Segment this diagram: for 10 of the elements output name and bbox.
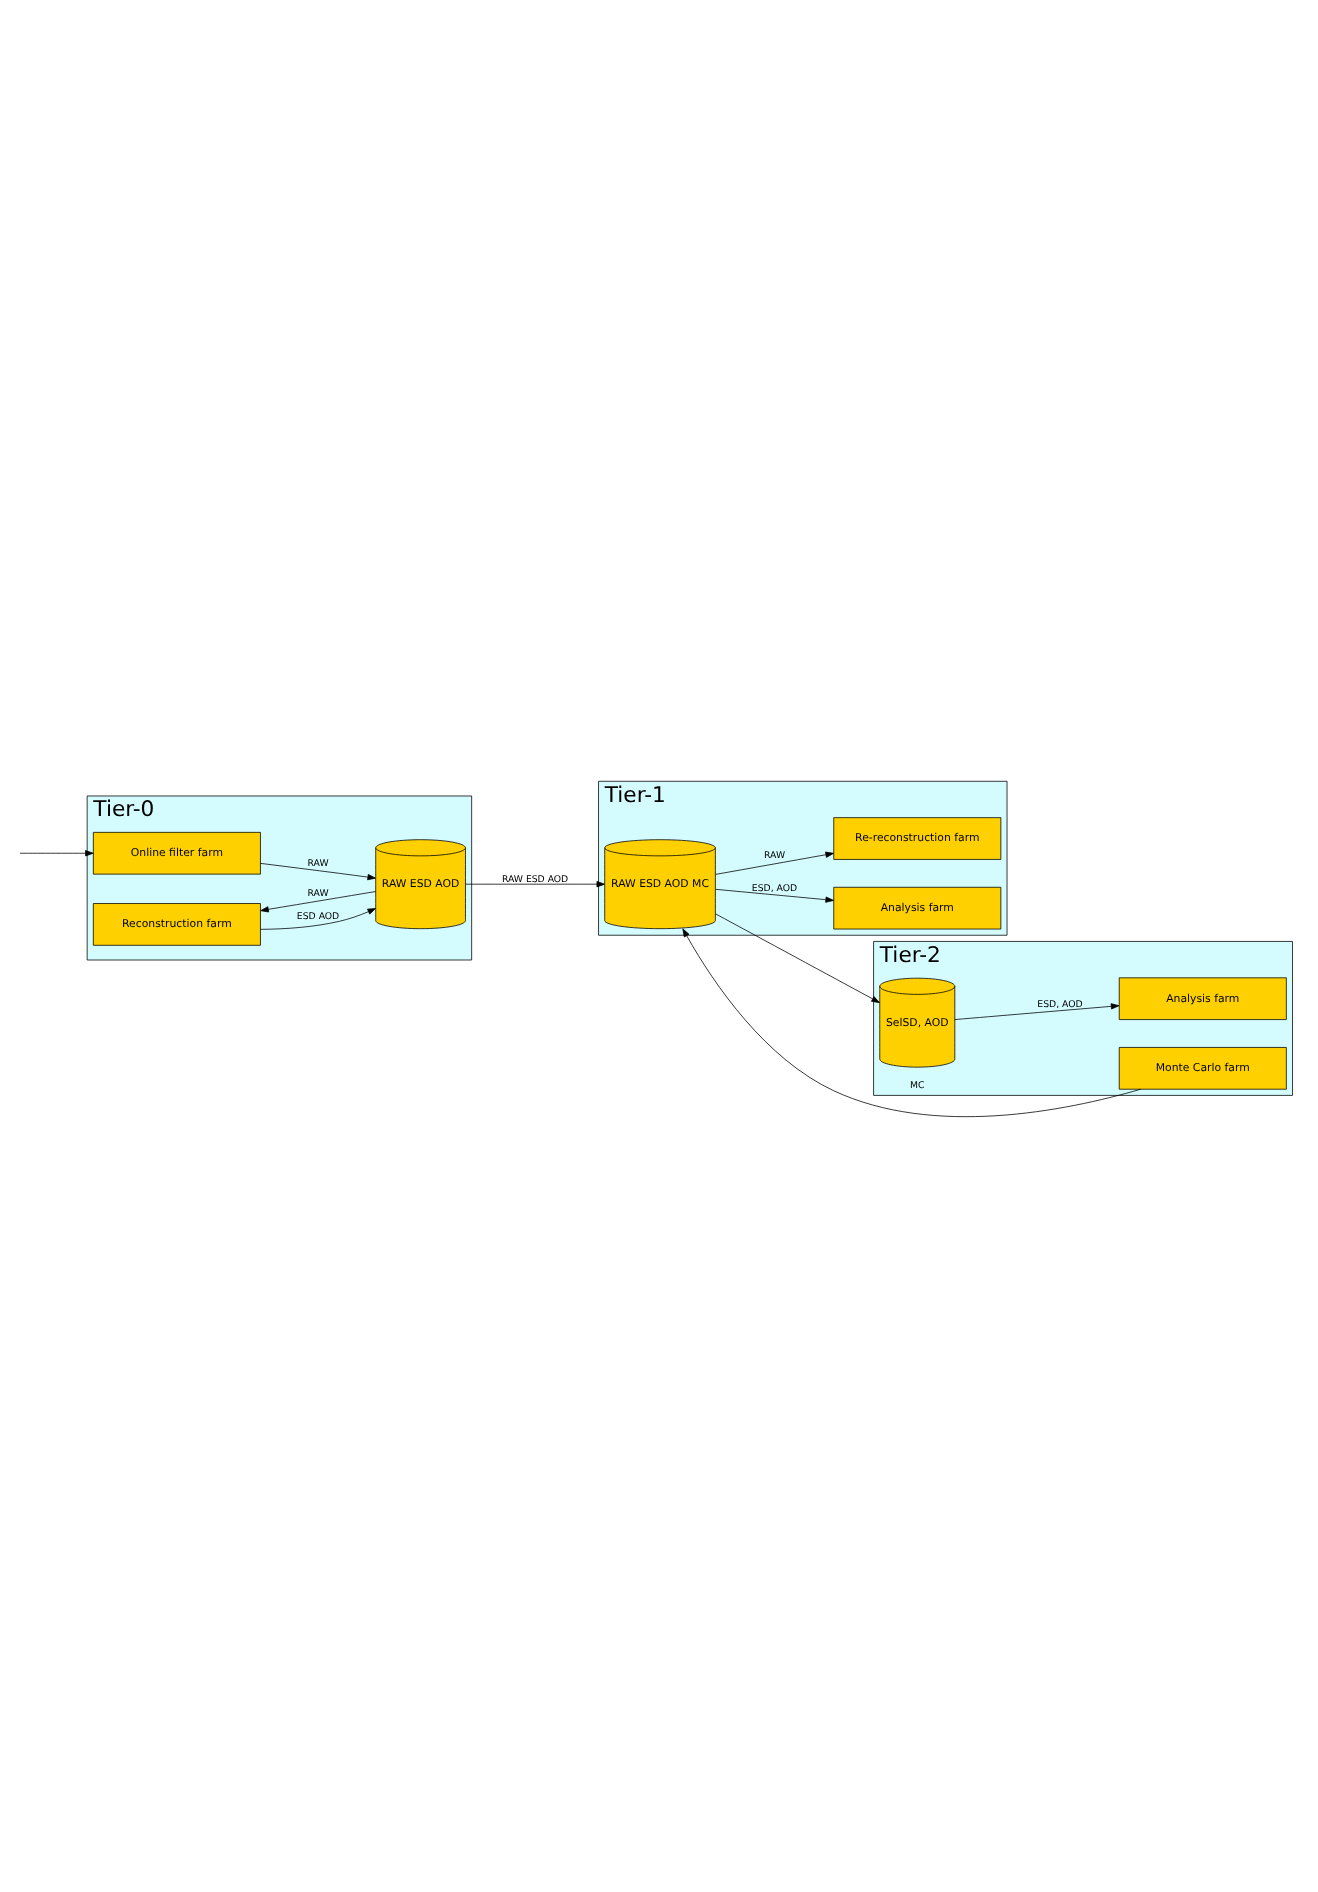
- arrow: [260, 863, 376, 881]
- arrow: [715, 851, 834, 875]
- arrow: [954, 1003, 1120, 1020]
- arrow: [465, 881, 606, 888]
- arrow: [260, 891, 377, 913]
- arrow: [19, 850, 94, 857]
- arrow: [682, 928, 1142, 1118]
- arrow: [715, 913, 880, 1003]
- arrow: [260, 908, 377, 930]
- arrow: [715, 888, 834, 903]
